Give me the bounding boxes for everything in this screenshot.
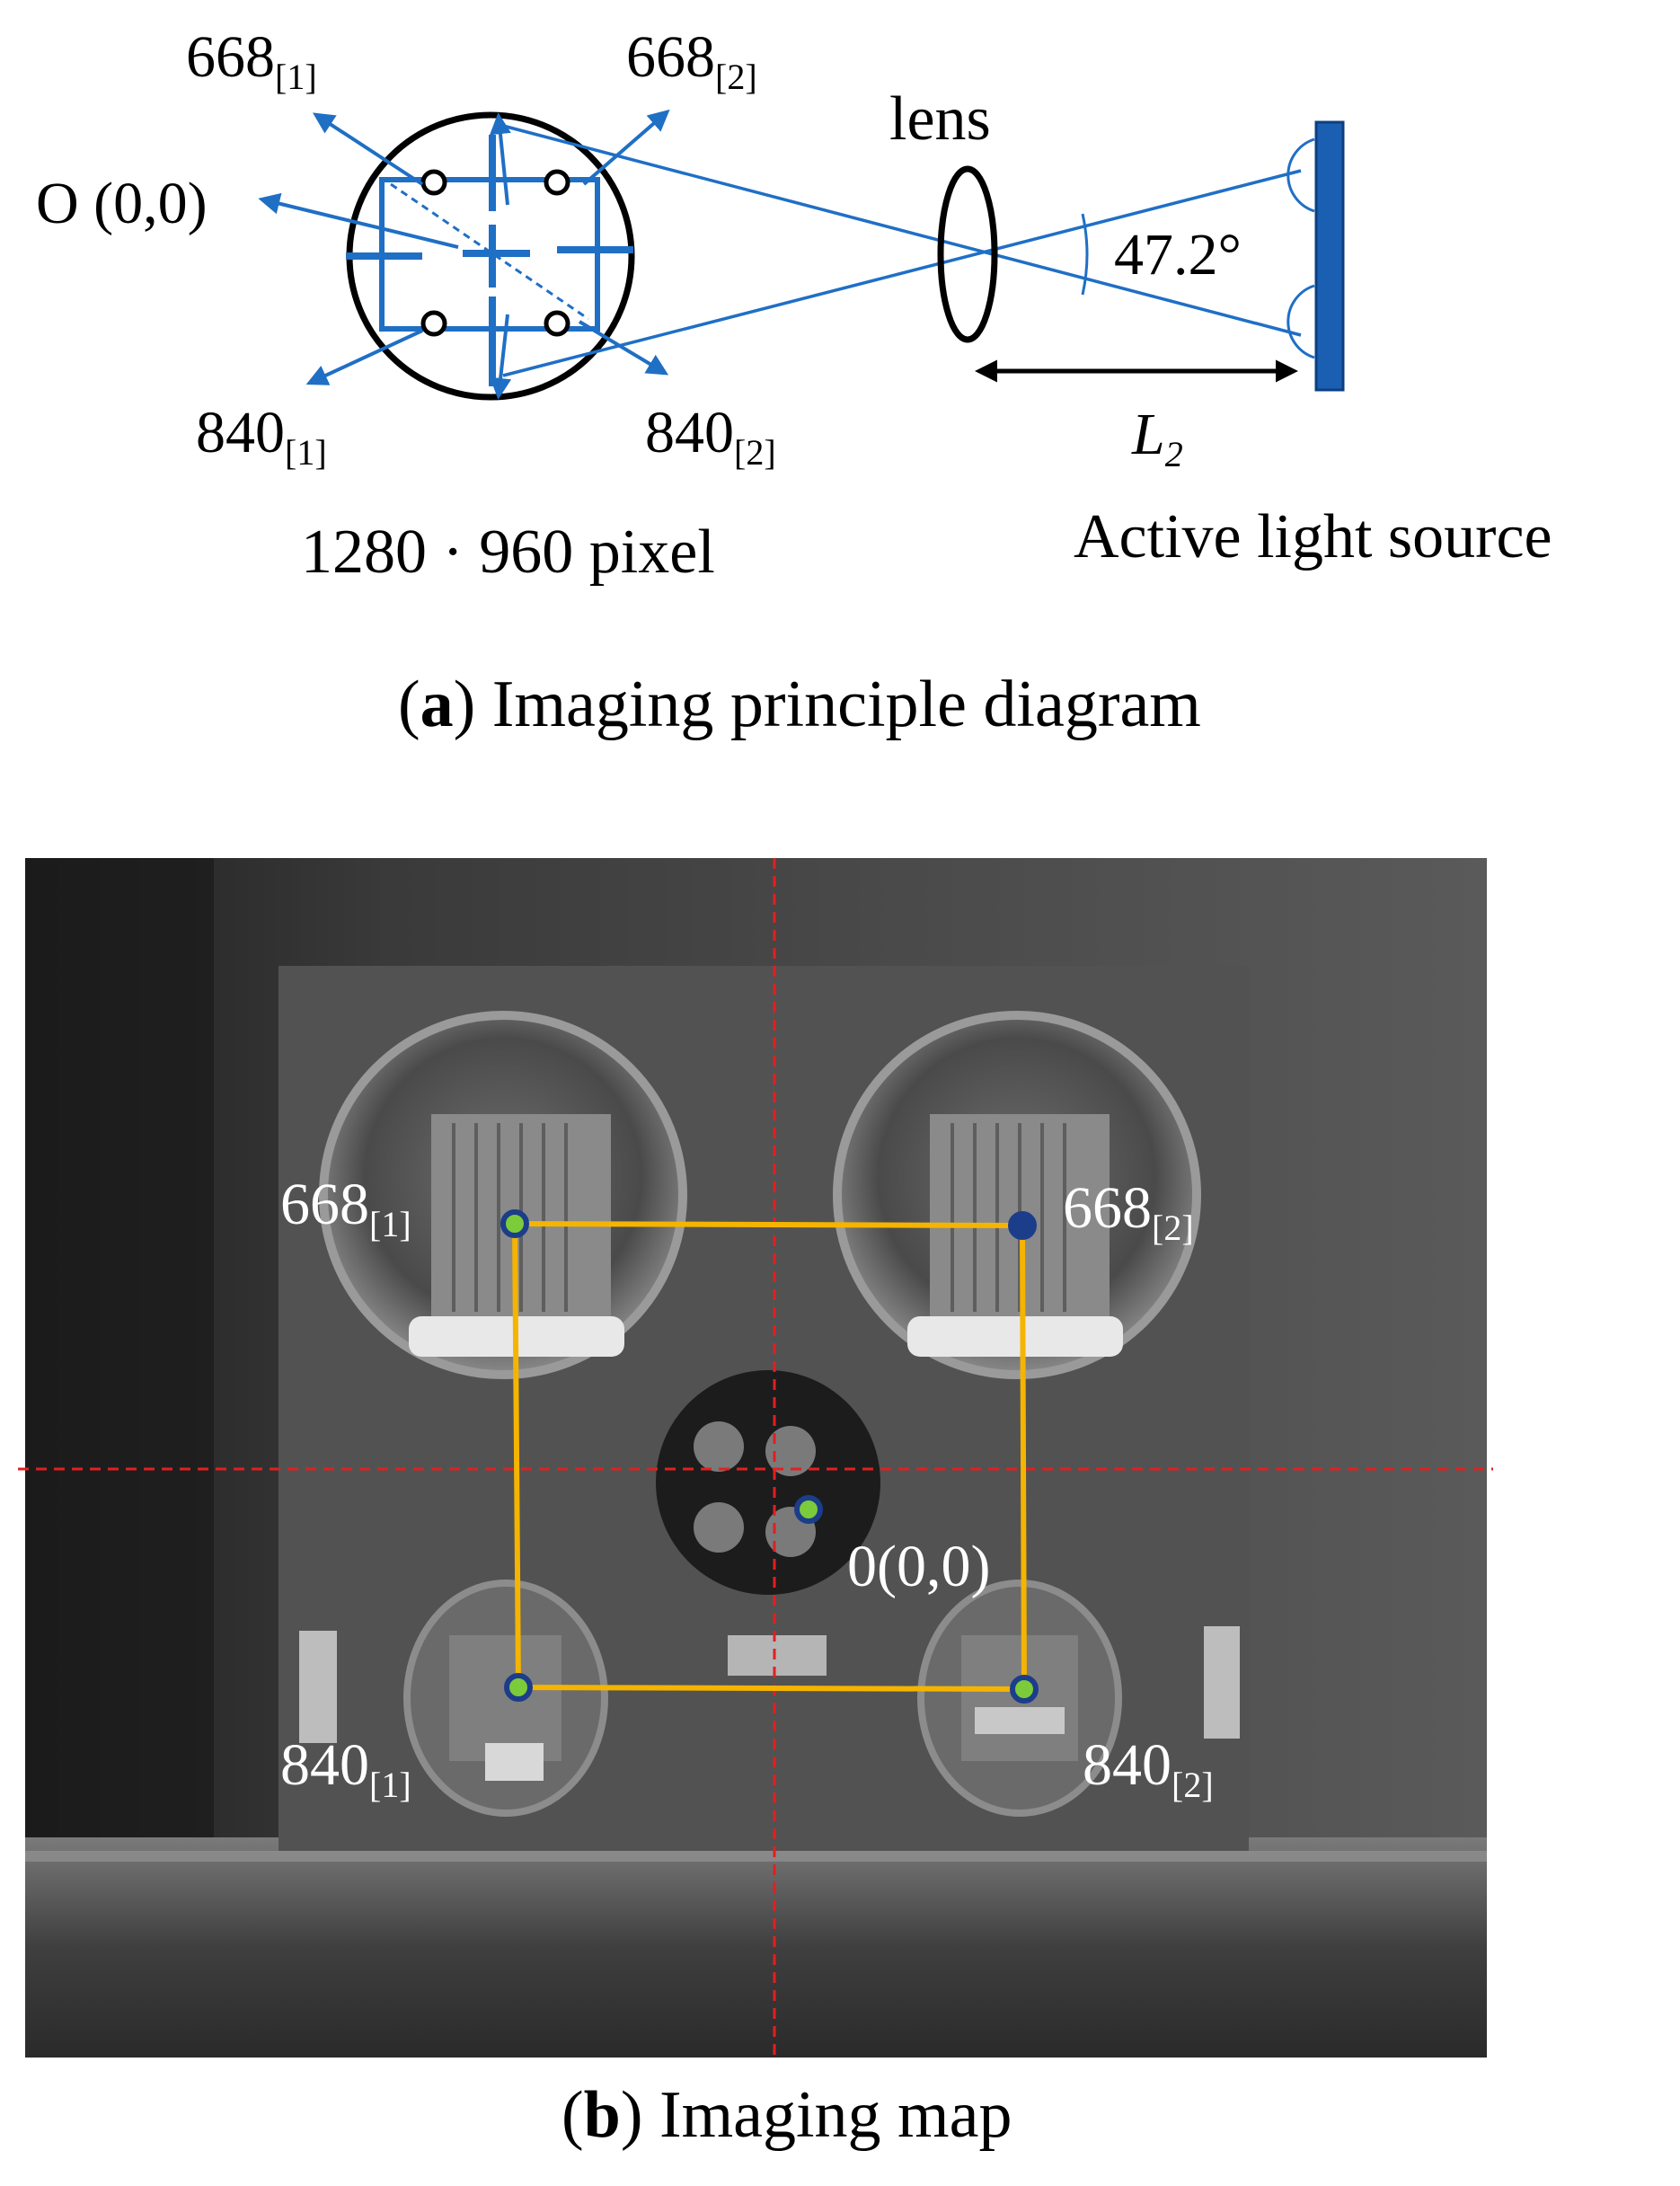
diagonal-dashed-line bbox=[390, 182, 589, 321]
calibration-markers bbox=[500, 1209, 1039, 1704]
marker-origin bbox=[794, 1495, 823, 1524]
label-resolution: 1280 · 960 pixel bbox=[301, 518, 715, 587]
label-distance: L2 bbox=[1131, 402, 1183, 474]
corner-point-840-2 bbox=[544, 310, 570, 337]
caption-a: (a) Imaging principle diagram bbox=[398, 668, 1201, 741]
label-840-2: 840[2] bbox=[645, 400, 776, 473]
label-840-1: 840[1] bbox=[196, 400, 327, 473]
map-label-840-2: 840[2] bbox=[1083, 1732, 1214, 1805]
map-label-origin: 0(0,0) bbox=[847, 1534, 990, 1599]
label-active-light-source: Active light source bbox=[1074, 502, 1552, 571]
marker-668-2 bbox=[1008, 1211, 1037, 1240]
marker-840-1 bbox=[504, 1673, 533, 1702]
map-label-840-1: 840[1] bbox=[280, 1732, 411, 1805]
side-tab-right bbox=[1204, 1626, 1240, 1739]
principle-diagram: 668[1] 668[2] O (0,0) 840[1] 840[2] lens… bbox=[36, 24, 1552, 741]
map-label-668-1: 668[1] bbox=[280, 1172, 411, 1244]
active-light-source bbox=[1287, 120, 1345, 392]
lens-shape bbox=[937, 165, 998, 343]
label-angle: 47.2° bbox=[1114, 222, 1242, 288]
imaging-map: 668[1] 668[2] 840[1] 840[2] 0(0,0) (b) I… bbox=[18, 858, 1493, 2152]
lower-port-left bbox=[403, 1580, 608, 1817]
pointer-arrows bbox=[258, 109, 670, 400]
upper-port-left bbox=[319, 1011, 687, 1379]
angle-arc bbox=[1081, 213, 1089, 296]
corner-point-668-1 bbox=[420, 169, 447, 196]
marker-668-1 bbox=[500, 1209, 529, 1238]
label-668-2: 668[2] bbox=[626, 24, 757, 97]
corner-point-840-1 bbox=[420, 310, 447, 337]
label-lens: lens bbox=[889, 84, 991, 154]
side-tab-left bbox=[299, 1631, 337, 1743]
photo-baseplate bbox=[25, 1837, 1487, 2058]
corner-point-668-2 bbox=[544, 169, 570, 196]
label-668-1: 668[1] bbox=[186, 24, 317, 97]
marker-840-2 bbox=[1010, 1675, 1039, 1704]
optical-rays bbox=[502, 124, 1302, 377]
label-origin: O (0,0) bbox=[36, 171, 208, 236]
caption-b: (b) Imaging map bbox=[561, 2078, 1012, 2152]
crosshair-ticks bbox=[346, 135, 633, 386]
map-label-668-2: 668[2] bbox=[1063, 1175, 1194, 1248]
filter-wheel bbox=[656, 1370, 880, 1676]
